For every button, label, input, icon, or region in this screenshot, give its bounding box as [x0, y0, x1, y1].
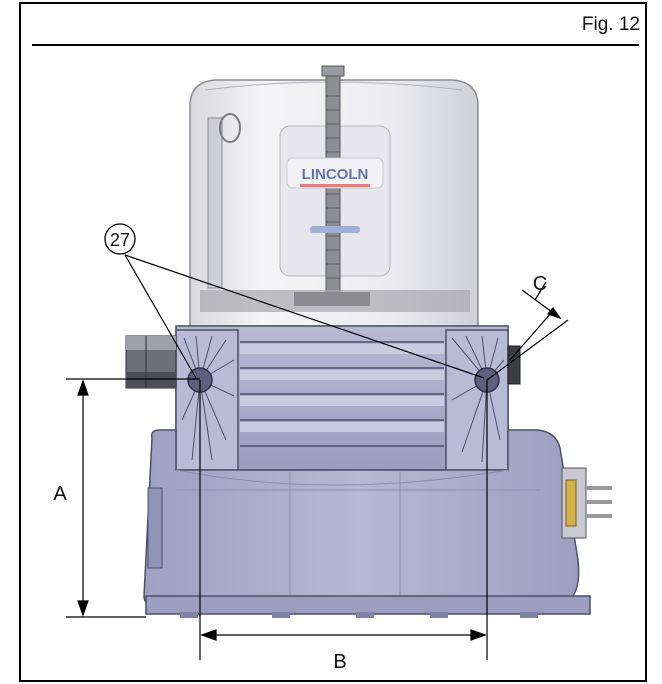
reservoir: LINCOLN — [189, 65, 479, 327]
dimension-b — [199, 380, 488, 660]
outlet-fitting-left — [125, 335, 177, 389]
electrical-connector — [561, 467, 612, 539]
dimension-a-label: A — [53, 483, 67, 505]
dimension-a — [66, 378, 200, 618]
callout-circle — [104, 223, 136, 255]
outlet-fitting-right — [507, 345, 521, 385]
callout-number: 27 — [110, 230, 130, 250]
logo-text: LINCOLN — [302, 166, 369, 183]
figure-border — [19, 2, 647, 682]
figure-label: Fig. 12 — [581, 14, 640, 35]
level-marker — [310, 226, 360, 233]
pump-housing — [175, 325, 509, 471]
figure-header-rule — [32, 44, 639, 46]
base-housing — [143, 429, 591, 618]
logo-badge — [286, 157, 384, 189]
callout-leaders — [124, 254, 485, 379]
dimension-c — [486, 281, 569, 381]
dimension-b-label: B — [333, 651, 346, 673]
dimension-c-label: C — [533, 273, 547, 295]
